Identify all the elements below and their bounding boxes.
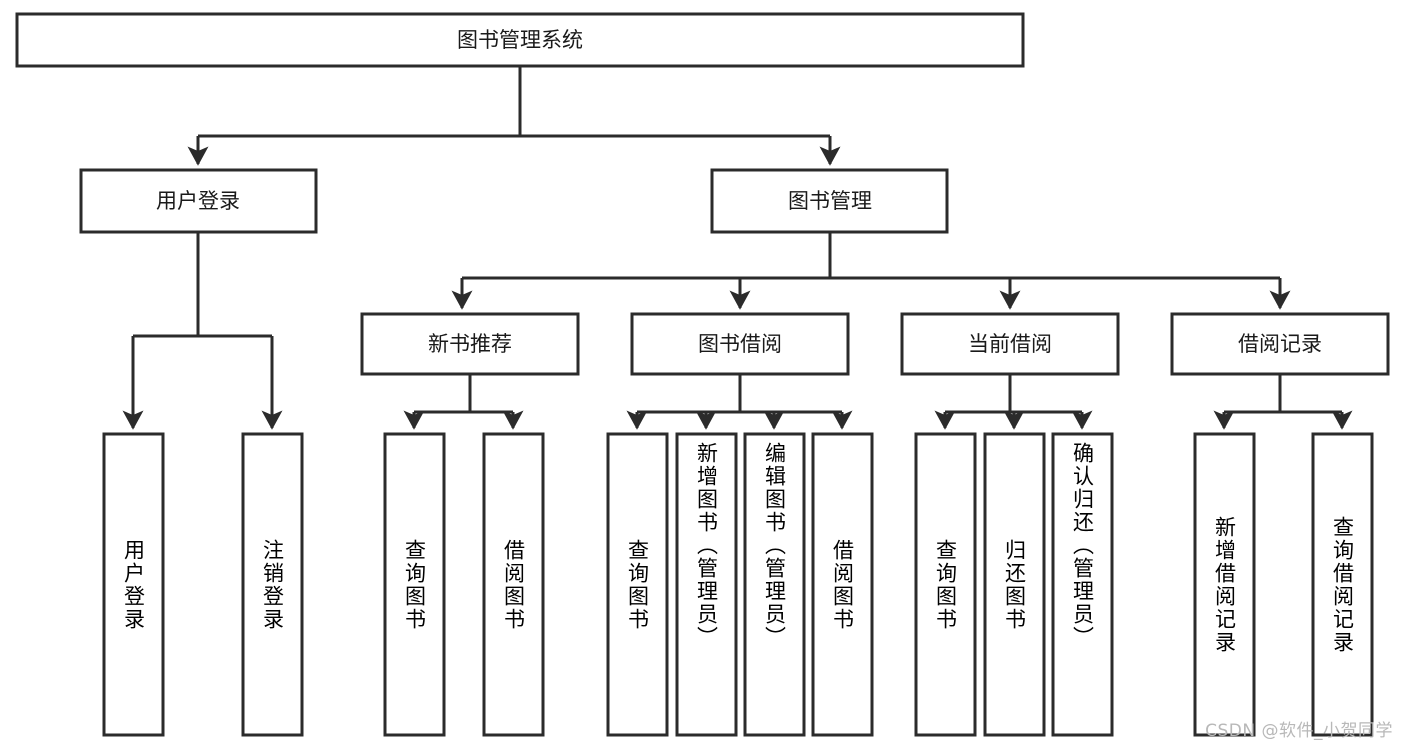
leaf-box-add-borrow-record[interactable] [1193, 432, 1256, 737]
node-user-login-label: 用户登录 [156, 189, 240, 213]
leaf-box-query-borrow-record[interactable] [1311, 432, 1374, 737]
node-borrow-record-box[interactable] [1170, 312, 1390, 376]
leaf-label-query-borrow-record: 查询借阅记录 [1330, 515, 1355, 654]
connector-layer [122, 66, 1353, 430]
leaf-label-logout-login: 注销登录 [260, 538, 285, 631]
node-current-borrow-label: 当前借阅 [968, 332, 1052, 356]
leaf-box-query-book-current[interactable] [914, 432, 977, 737]
leaf-box-borrow-book[interactable] [811, 432, 874, 737]
leaf-box-query-book-newrec[interactable] [383, 432, 446, 737]
node-book-management-box[interactable] [710, 168, 949, 234]
leaf-label-add-book-admin: 新增图书（管理员） [694, 442, 719, 649]
leaf-label-borrow-book: 借阅图书 [830, 538, 855, 631]
leaf-label-group: 用户登录 注销登录 查询图书 借阅图书 查询图书 [121, 442, 1355, 654]
node-current-borrow[interactable]: 当前借阅 [900, 312, 1120, 376]
leaf-label-query-book-borrow: 查询图书 [625, 538, 650, 631]
leaf-node-group [102, 432, 1374, 737]
leaf-box-add-book-admin[interactable] [675, 432, 738, 737]
node-new-book-recommend-label: 新书推荐 [428, 332, 512, 356]
node-root-label: 图书管理系统 [457, 28, 583, 52]
node-borrow-record[interactable]: 借阅记录 [1170, 312, 1390, 376]
node-new-book-recommend-box[interactable] [360, 312, 580, 376]
node-book-management[interactable]: 图书管理 [710, 168, 949, 234]
node-book-borrow-label: 图书借阅 [698, 332, 782, 356]
leaf-label-user-login: 用户登录 [121, 538, 146, 631]
leaf-label-query-book-newrec: 查询图书 [402, 538, 427, 631]
leaf-box-edit-book-admin[interactable] [743, 432, 806, 737]
node-current-borrow-box[interactable] [900, 312, 1120, 376]
leaf-label-query-book-current: 查询图书 [933, 538, 958, 631]
leaf-box-user-login[interactable] [102, 432, 165, 737]
leaf-label-return-book: 归还图书 [1002, 538, 1027, 631]
leaf-box-query-book-borrow[interactable] [606, 432, 669, 737]
node-root[interactable]: 图书管理系统 [15, 12, 1025, 68]
node-book-management-label: 图书管理 [788, 189, 872, 213]
leaf-box-borrow-book-newrec[interactable] [482, 432, 545, 737]
node-borrow-record-label: 借阅记录 [1238, 332, 1322, 356]
leaf-label-confirm-return-admin: 确认归还（管理员） [1070, 442, 1095, 649]
leaf-label-add-borrow-record: 新增借阅记录 [1212, 515, 1237, 654]
node-user-login[interactable]: 用户登录 [79, 168, 318, 234]
leaf-label-borrow-book-newrec: 借阅图书 [501, 538, 526, 631]
leaf-box-confirm-return-admin[interactable] [1051, 432, 1114, 737]
node-book-borrow-box[interactable] [630, 312, 850, 376]
node-user-login-box[interactable] [79, 168, 318, 234]
leaf-label-edit-book-admin: 编辑图书（管理员） [762, 442, 787, 649]
node-book-borrow[interactable]: 图书借阅 [630, 312, 850, 376]
node-root-box[interactable] [15, 12, 1025, 68]
leaf-box-logout-login[interactable] [241, 432, 304, 737]
node-new-book-recommend[interactable]: 新书推荐 [360, 312, 580, 376]
leaf-box-return-book[interactable] [983, 432, 1046, 737]
